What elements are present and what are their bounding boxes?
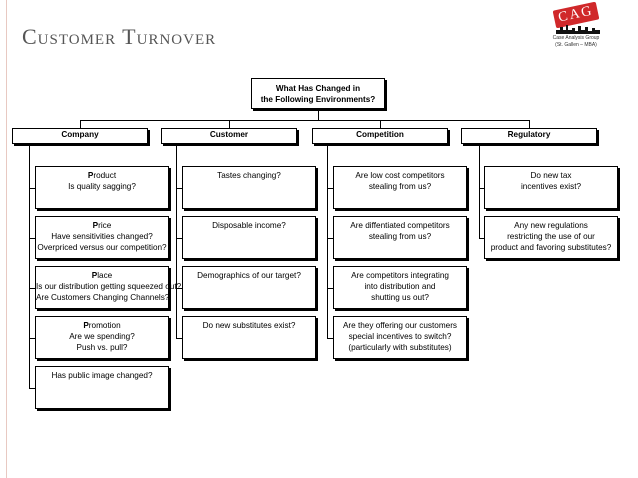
category-label: Customer — [209, 130, 249, 139]
question-line: product and favoring substitutes? — [490, 243, 612, 252]
connector-line — [80, 120, 530, 121]
category-header: Customer — [161, 128, 297, 144]
connector-line — [479, 188, 484, 189]
question-line: into distribution and — [364, 282, 436, 291]
logo-name: Case Analysis Group — [552, 35, 600, 41]
connector-line — [380, 120, 381, 128]
question-line: restricting the use of our — [507, 232, 595, 241]
connector-line — [29, 338, 35, 339]
skyline-icon — [556, 25, 600, 34]
connector-line — [479, 144, 480, 238]
question-line: Is our distribution getting squeezed out… — [36, 282, 182, 291]
logo-subtitle: (St. Gallen – MBA) — [555, 42, 597, 48]
category-label: Competition — [356, 130, 404, 139]
question-box: Are low cost competitors stealing from us… — [333, 166, 467, 209]
connector-line — [229, 120, 230, 128]
question-line: Are they offering our customers — [342, 321, 458, 330]
question-line: Is quality sagging? — [68, 182, 136, 191]
question-lead: P — [92, 221, 99, 230]
connector-line — [318, 109, 319, 120]
connector-line — [29, 388, 35, 389]
question-box: Are they offering our customers special i… — [333, 316, 467, 359]
question-text: romotion — [88, 321, 121, 330]
slide-left-rule — [6, 0, 7, 478]
root-node: What Has Changed in the Following Enviro… — [251, 78, 385, 109]
question-box: Do new tax incentives exist? — [484, 166, 618, 209]
question-line: special incentives to switch? — [348, 332, 452, 341]
question-box: Do new substitutes exist? — [182, 316, 316, 359]
question-line: Are low cost competitors — [355, 171, 445, 180]
connector-line — [327, 144, 328, 338]
question-line: stealing from us? — [368, 232, 432, 241]
question-box: Has public image changed? — [35, 366, 169, 409]
question-lead: P — [83, 321, 89, 330]
connector-line — [529, 120, 530, 128]
question-line: (particularly with substitutes) — [348, 343, 452, 352]
root-line: What Has Changed in — [275, 84, 361, 93]
connector-line — [176, 288, 182, 289]
connector-line — [327, 338, 333, 339]
question-line: Tastes changing? — [217, 171, 281, 180]
question-text: roduct — [93, 171, 117, 180]
question-box: Disposable income? — [182, 216, 316, 259]
connector-line — [29, 144, 30, 388]
question-box: Any new regulations restricting the use o… — [484, 216, 618, 259]
connector-line — [29, 288, 35, 289]
question-line: Price — [36, 220, 168, 231]
question-line: Disposable income? — [212, 221, 286, 230]
question-text: rice — [98, 221, 112, 230]
connector-line — [327, 188, 333, 189]
connector-line — [176, 188, 182, 189]
cag-logo: CAG Case Analysis Group (St. Gallen – MB… — [541, 1, 611, 52]
connector-line — [327, 238, 333, 239]
question-line: Promotion — [36, 320, 168, 331]
root-line: the Following Environments? — [260, 95, 376, 104]
question-line: incentives exist? — [520, 182, 582, 191]
connector-line — [29, 188, 35, 189]
question-box: Demographics of our target? — [182, 266, 316, 309]
question-line: Are we spending? — [69, 332, 135, 341]
category-header: Company — [12, 128, 148, 144]
question-line: Product — [36, 170, 168, 181]
question-line: Do new tax — [530, 171, 572, 180]
question-line: Demographics of our target? — [197, 271, 301, 280]
question-line: Place — [36, 270, 168, 281]
connector-line — [327, 288, 333, 289]
category-label: Company — [61, 130, 99, 139]
question-line: Are diffentiated competitors — [350, 221, 450, 230]
question-line: Any new regulations — [514, 221, 588, 230]
question-box: Tastes changing? — [182, 166, 316, 209]
question-text: lace — [97, 271, 113, 280]
question-box: Are diffentiated competitors stealing fro… — [333, 216, 467, 259]
slide-title: Customer Turnover — [22, 24, 217, 49]
question-lead: P — [87, 171, 94, 180]
connector-line — [80, 120, 81, 128]
question-lead: P — [91, 271, 98, 280]
question-line: Overpriced versus our competition? — [37, 243, 167, 252]
question-line: Are competitors integrating — [351, 271, 449, 280]
connector-line — [176, 238, 182, 239]
question-line: stealing from us? — [368, 182, 432, 191]
question-line: Have sensitivities changed? — [51, 232, 153, 241]
category-header: Competition — [312, 128, 448, 144]
question-box: Are competitors integrating into distribu… — [333, 266, 467, 309]
connector-line — [176, 338, 182, 339]
connector-line — [479, 238, 484, 239]
question-line: shutting us out? — [371, 293, 429, 302]
question-line: Has public image changed? — [51, 371, 153, 380]
category-label: Regulatory — [507, 130, 551, 139]
connector-line — [29, 238, 35, 239]
category-header: Regulatory — [461, 128, 597, 144]
question-line: Push vs. pull? — [76, 343, 128, 352]
question-line: Are Customers Changing Channels? — [36, 293, 170, 302]
connector-line — [176, 144, 177, 338]
question-line: Do new substitutes exist? — [202, 321, 296, 330]
